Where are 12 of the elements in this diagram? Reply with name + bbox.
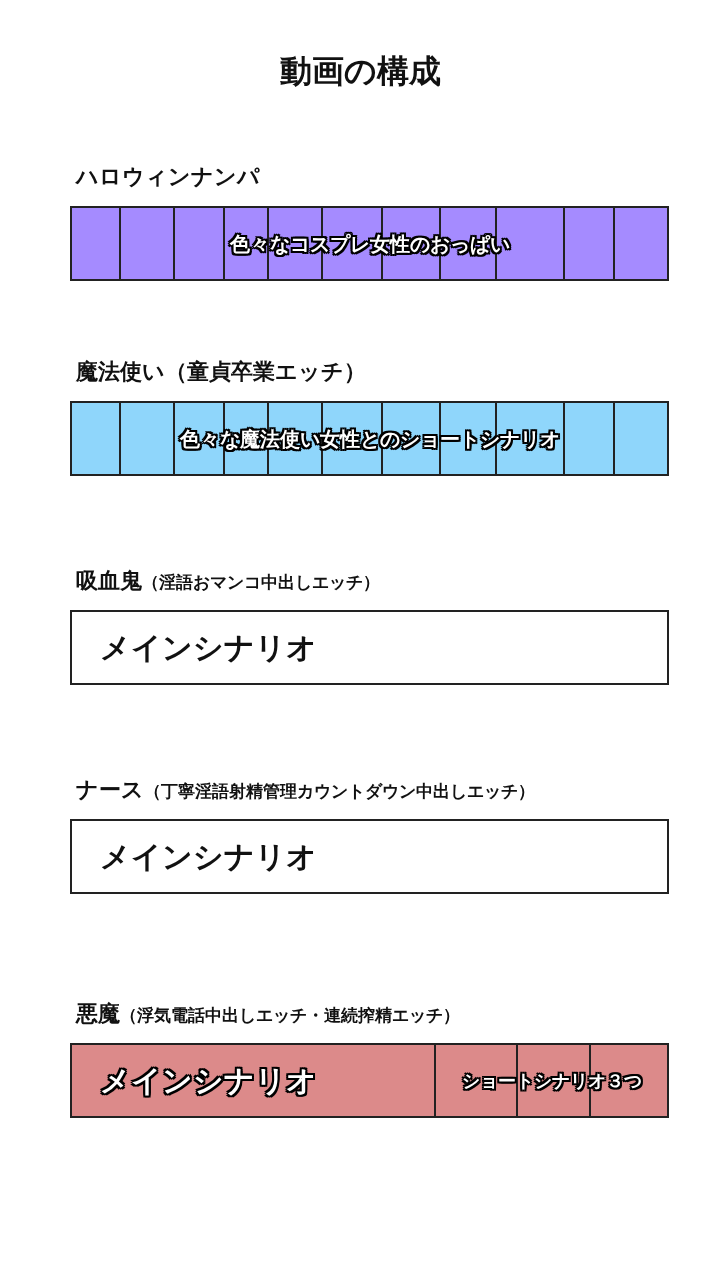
heading: 悪魔 bbox=[76, 1000, 120, 1028]
subheading: （淫語おマンコ中出しエッチ） bbox=[142, 571, 380, 594]
subheading: （丁寧淫語射精管理カウントダウン中出しエッチ） bbox=[144, 780, 535, 803]
bar-label: メインシナリオ bbox=[100, 1061, 317, 1099]
heading: ナース bbox=[76, 776, 144, 804]
heading: 吸血鬼 bbox=[76, 567, 142, 595]
bar-label: メインシナリオ bbox=[100, 628, 317, 666]
bar-label: メインシナリオ bbox=[100, 837, 317, 875]
heading: ハロウィンナンパ bbox=[76, 163, 260, 191]
subheading: （浮気電話中出しエッチ・連続搾精エッチ） bbox=[120, 1004, 460, 1027]
title: 動画の構成 bbox=[278, 51, 442, 92]
heading: 魔法使い（童貞卒業エッチ） bbox=[76, 358, 366, 386]
